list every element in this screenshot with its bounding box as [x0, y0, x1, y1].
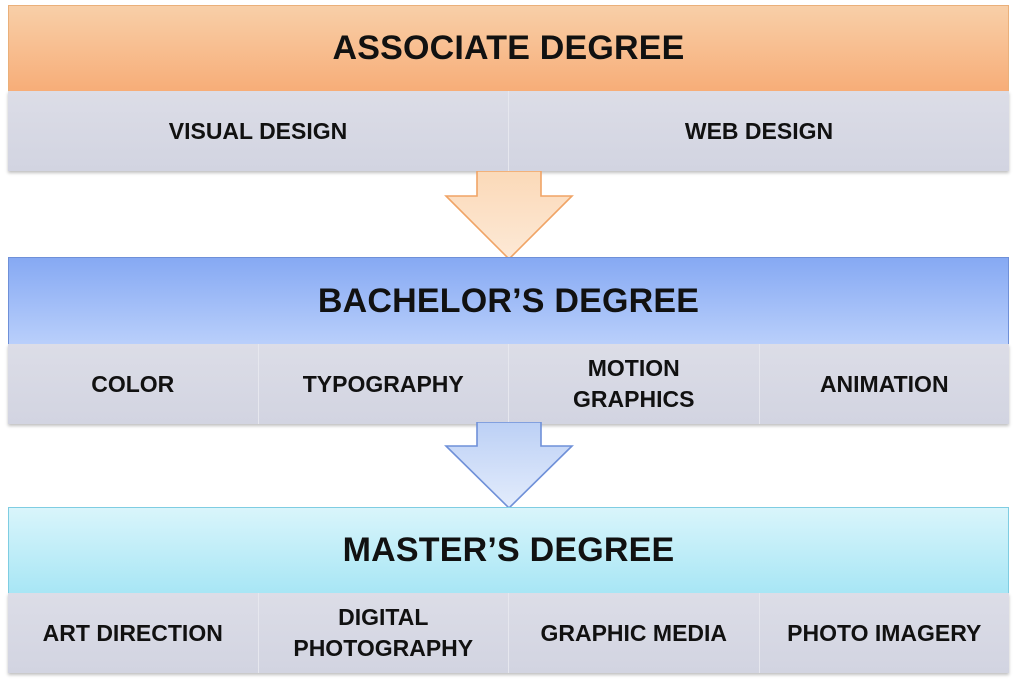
- course-item: COLOR: [91, 370, 175, 397]
- tier-title-associate-text: ASSOCIATE DEGREE: [332, 29, 685, 67]
- course-item: VISUAL DESIGN: [168, 117, 348, 144]
- tier-items-bachelor: COLOR TYPOGRAPHY MOTION GRAPHICS ANIMATI…: [8, 344, 1009, 424]
- down-arrow-icon: [444, 422, 574, 510]
- course-item: TYPOGRAPHY: [257, 344, 509, 424]
- tier-title-associate: ASSOCIATE DEGREE: [8, 5, 1009, 91]
- course-item: GRAPHIC MEDIA: [508, 593, 759, 673]
- course-item: DIGITAL PHOTOGRAPHY: [257, 593, 509, 673]
- tier-items-associate: VISUAL DESIGN WEB DESIGN: [8, 91, 1009, 171]
- tier-title-bachelor-text: BACHELOR’S DEGREE: [317, 281, 700, 320]
- tier-masters-degree: MASTER’S DEGREE ART DIRECTION DIGITAL PH…: [8, 507, 1009, 673]
- down-arrow-icon: [444, 171, 574, 261]
- tier-title-bachelor: BACHELOR’S DEGREE: [8, 257, 1009, 344]
- course-item: PHOTO IMAGERY: [758, 593, 1010, 673]
- tier-title-master-text: MASTER’S DEGREE: [342, 531, 675, 569]
- course-item: ART DIRECTION: [42, 619, 223, 646]
- tier-items-master: ART DIRECTION DIGITAL PHOTOGRAPHY GRAPHI…: [8, 593, 1009, 673]
- tier-associate-degree: ASSOCIATE DEGREE VISUAL DESIGN WEB DESIG…: [8, 5, 1009, 171]
- course-item: ANIMATION: [758, 344, 1010, 424]
- tier-bachelors-degree: BACHELOR’S DEGREE COLOR TYPOGRAPHY MOTIO…: [8, 257, 1009, 424]
- course-item: WEB DESIGN: [508, 91, 1009, 171]
- tier-title-master: MASTER’S DEGREE: [8, 507, 1009, 593]
- course-item: MOTION GRAPHICS: [508, 344, 759, 424]
